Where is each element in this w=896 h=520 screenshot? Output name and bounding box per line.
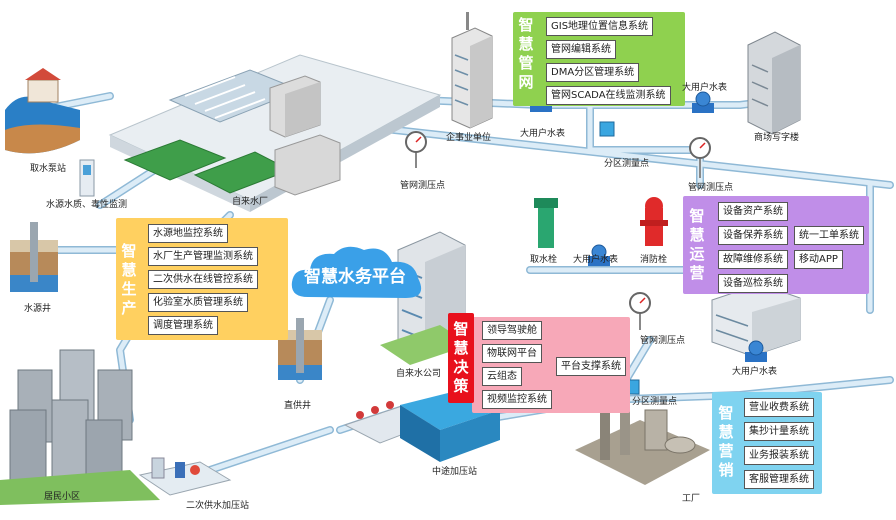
marketing-item-2[interactable]: 集抄计量系统 [744, 422, 814, 441]
panel-production-title-text: 智慧生产 [121, 242, 137, 317]
source-well-illustration [10, 222, 58, 292]
operation-item-6[interactable]: 设备巡检系统 [718, 274, 788, 293]
label-water-plant: 自来水厂 [232, 197, 269, 207]
marketing-item-1[interactable]: 营业收费系统 [744, 398, 814, 417]
panel-production-title: 智慧生产 [116, 242, 142, 318]
label-big-meter-1: 大用户水表 [520, 129, 566, 139]
management-item-2[interactable]: 管网编辑系统 [546, 40, 616, 59]
direct-well-illustration [278, 318, 322, 380]
label-source-monitor: 水源水质、毒性监测 [46, 200, 128, 210]
label-pressure-1: 管网测压点 [400, 181, 446, 191]
operation-building-illustration [711, 283, 801, 357]
operation-item-1[interactable]: 设备资产系统 [718, 202, 788, 221]
production-item-5[interactable]: 调度管理系统 [148, 316, 218, 335]
marketing-item-3[interactable]: 业务报装系统 [744, 446, 814, 465]
platform-cloud [291, 246, 422, 298]
panel-management-title: 智慧管网 [513, 16, 539, 92]
production-item-4[interactable]: 化验室水质管理系统 [148, 293, 248, 312]
pressure-gauge-icon-2 [689, 137, 711, 178]
production-item-1[interactable]: 水源地监控系统 [148, 224, 228, 243]
operation-item-2[interactable]: 设备保养系统 [718, 226, 788, 245]
label-big-meter-4: 大用户水表 [732, 367, 778, 377]
production-item-3[interactable]: 二次供水在线管控系统 [148, 270, 258, 289]
decision-item-4[interactable]: 视频监控系统 [482, 390, 552, 409]
enterprise-building-illustration [451, 12, 493, 129]
management-item-4[interactable]: 管网SCADA在线监测系统 [546, 86, 671, 105]
label-big-meter-2: 大用户水表 [682, 83, 728, 93]
water-plant-illustration [108, 54, 442, 212]
big-meter-icon-3 [588, 244, 610, 266]
big-meter-icon-4 [745, 340, 767, 362]
factory-illustration [575, 395, 710, 485]
operation-item-5[interactable]: 移动APP [794, 250, 843, 269]
label-water-company: 自来水公司 [396, 369, 442, 379]
decision-item-1[interactable]: 领导驾驶舱 [482, 321, 542, 340]
label-intake-station: 取水泵站 [30, 164, 67, 174]
marketing-item-4[interactable]: 客服管理系统 [744, 470, 814, 489]
decision-item-3[interactable]: 云组态 [482, 367, 522, 386]
intake-station-illustration [5, 68, 80, 154]
label-booster-station: 中途加压站 [432, 467, 478, 477]
fire-hydrant-icon [640, 197, 668, 246]
monitor-cabinet-illustration [79, 159, 95, 197]
label-fire-hydrant: 消防栓 [640, 255, 668, 265]
label-hydrant-intake: 取水栓 [530, 255, 558, 265]
office-building-illustration [747, 31, 801, 135]
panel-operation-title-text: 智慧运营 [689, 207, 705, 282]
label-zone-point-2: 分区测量点 [632, 397, 678, 407]
label-pressure-3: 管网测压点 [640, 336, 686, 346]
panel-marketing-title-text: 智慧营销 [718, 404, 734, 479]
secondary-station-illustration [138, 457, 232, 496]
management-item-3[interactable]: DMA分区管理系统 [546, 63, 640, 82]
label-direct-well: 直供井 [284, 401, 312, 411]
panel-operation-title: 智慧运营 [683, 207, 711, 283]
label-big-meter-3: 大用户水表 [573, 255, 619, 265]
panel-decision-title: 智慧决策 [448, 320, 474, 396]
decision-side-item[interactable]: 平台支撑系统 [556, 357, 626, 376]
label-residential: 居民小区 [44, 492, 81, 502]
panel-marketing-title: 智慧营销 [712, 404, 740, 480]
label-source-well: 水源井 [24, 304, 52, 314]
decision-item-2[interactable]: 物联网平台 [482, 344, 542, 363]
label-enterprise: 企事业单位 [446, 133, 492, 143]
residential-buildings-illustration [0, 349, 160, 505]
operation-item-4[interactable]: 故障维修系统 [718, 250, 788, 269]
operation-item-3[interactable]: 统一工单系统 [794, 226, 864, 245]
panel-management-title-text: 智慧管网 [518, 16, 534, 91]
pressure-gauge-icon-3 [629, 292, 651, 330]
intake-hydrant-icon [534, 198, 558, 248]
platform-title: 智慧水务平台 [304, 267, 406, 287]
label-pressure-2: 管网测压点 [688, 183, 734, 193]
pressure-gauge-icon-1 [405, 131, 427, 168]
panel-decision-title-bg [448, 313, 474, 403]
panel-decision-title-text: 智慧决策 [453, 320, 469, 395]
big-meter-icon-2 [692, 91, 714, 113]
label-factory: 工厂 [682, 494, 701, 504]
management-item-1[interactable]: GIS地理位置信息系统 [546, 17, 654, 36]
label-office: 商场写字楼 [754, 133, 800, 143]
label-zone-point-1: 分区测量点 [604, 159, 650, 169]
production-item-2[interactable]: 水厂生产管理监测系统 [148, 247, 258, 266]
zone-flowmeter-icon-1 [599, 121, 615, 137]
label-secondary-station: 二次供水加压站 [186, 501, 250, 511]
